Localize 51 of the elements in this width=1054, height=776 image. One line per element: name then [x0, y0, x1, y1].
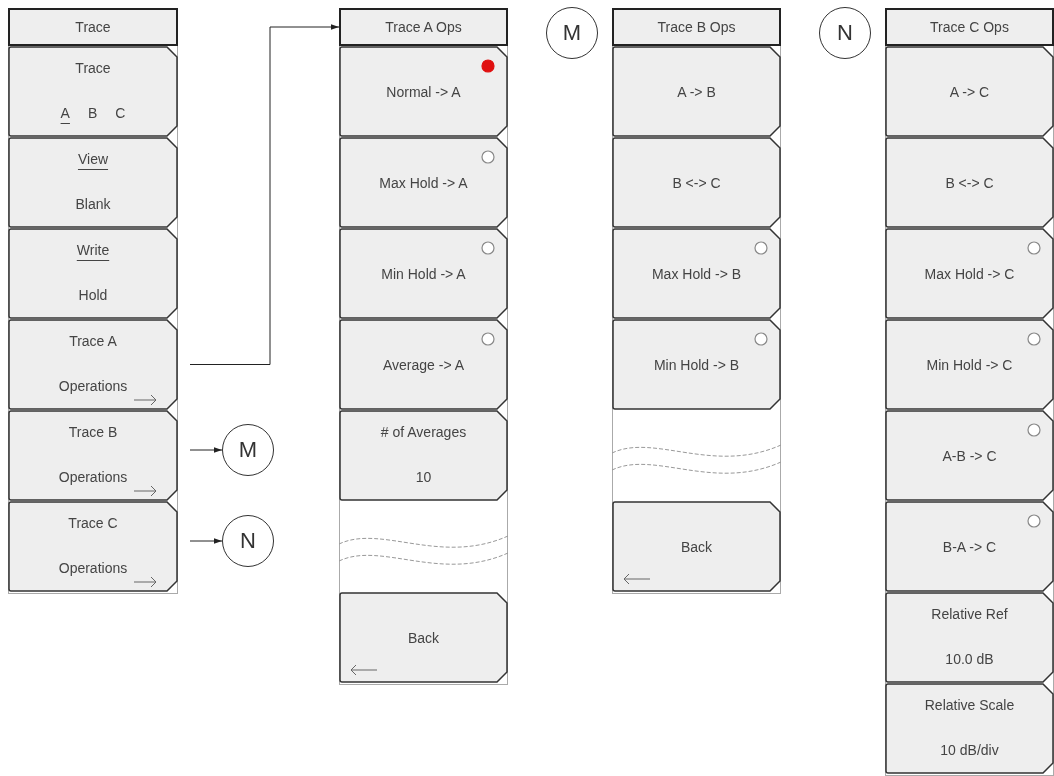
option-letter: A — [60, 104, 70, 122]
softkey-label: Trace C — [67, 514, 119, 532]
softkey-value: 10.0 dB — [944, 650, 995, 668]
marker-circle — [222, 515, 274, 567]
softkey-value: Operations — [57, 377, 129, 395]
softkey-value: Operations — [57, 468, 129, 486]
softkey-label: Write — [75, 241, 111, 259]
softkey-label: View — [76, 150, 110, 168]
softkey-label: A -> C — [948, 82, 991, 101]
softkey-label: Trace A — [68, 332, 118, 350]
arrow — [189, 24, 340, 365]
marker-circle — [222, 424, 274, 476]
arrow — [189, 538, 223, 544]
option-letter: B — [87, 104, 98, 122]
softkey-label: Min Hold -> B — [652, 355, 741, 374]
softkey-label: Normal -> A — [385, 82, 462, 101]
softkey-label: # of Averages — [379, 423, 468, 441]
softkey-label: Average -> A — [381, 355, 466, 374]
softkey-label: Trace B — [67, 423, 119, 441]
softkey-label: A-B -> C — [941, 446, 998, 465]
softkey-value: Hold — [77, 286, 109, 304]
menu-title: Trace C Ops — [929, 18, 1010, 36]
softkey-label: Back — [406, 628, 441, 647]
marker-letter: M — [238, 437, 258, 463]
softkey-label: Min Hold -> A — [380, 264, 467, 283]
marker-letter: N — [240, 528, 256, 554]
menu-title: Trace B Ops — [656, 18, 737, 36]
softkey-label: B-A -> C — [941, 537, 998, 556]
marker-circle — [819, 7, 871, 59]
marker-letter: M — [562, 20, 582, 46]
softkey-label: Max Hold -> C — [923, 264, 1016, 283]
arrow — [189, 447, 223, 453]
softkey-label: A -> B — [676, 82, 717, 101]
softkey-value: 10 dB/div — [939, 741, 1000, 759]
softkey-label: B <-> C — [671, 173, 722, 192]
softkey-label: Max Hold -> A — [378, 173, 469, 192]
softkey-value: 10 — [414, 468, 433, 486]
softkey-label: Max Hold -> B — [650, 264, 743, 283]
softkey-label: Relative Scale — [923, 696, 1016, 714]
softkey-value: Blank — [74, 195, 112, 213]
menu-title: Trace A Ops — [384, 18, 463, 36]
softkey-value: Operations — [57, 559, 129, 577]
softkey-label: Relative Ref — [930, 605, 1009, 623]
marker-circle — [546, 7, 598, 59]
softkey-label: Min Hold -> C — [925, 355, 1014, 374]
menu-title: Trace — [74, 18, 112, 36]
softkey-label: Trace — [74, 59, 112, 77]
option-letter: C — [115, 104, 126, 122]
softkey-label: Back — [679, 537, 714, 556]
marker-letter: N — [837, 20, 853, 46]
softkey-label: B <-> C — [944, 173, 995, 192]
